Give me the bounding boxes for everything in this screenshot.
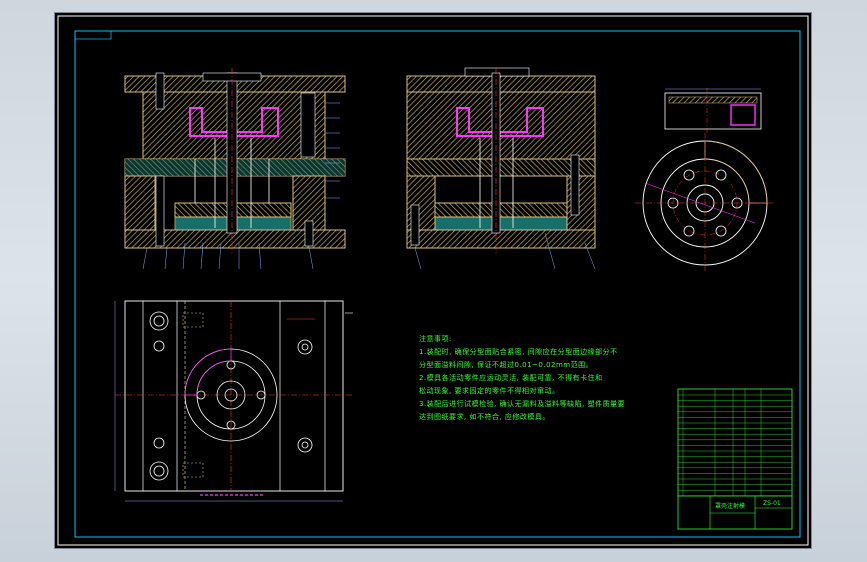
sheet-border <box>57 15 809 546</box>
drawing-title: 罩壳注射模 <box>715 502 745 510</box>
notes-line: 达到图纸要求, 如不符合, 应修改模具。 <box>419 413 550 421</box>
notes-line: 松动现象, 要求固定的零件不得相对窜动。 <box>419 387 560 395</box>
notes-line: 1.装配时, 确保分型面贴合紧密, 间隙应在分型面边缘部分不 <box>419 348 618 356</box>
drawing-frame <box>74 30 801 538</box>
notes-title: 注意事项: <box>419 335 452 343</box>
title-block: 罩壳注射模 ZS-01 <box>677 388 793 530</box>
notes-line: 3.装配后进行试模检验, 确认无漏料及溢料等缺陷, 塑件质量要 <box>419 400 626 408</box>
part-plan-view <box>635 133 775 273</box>
corner-label-box <box>74 30 112 40</box>
mould-plan-view <box>114 300 353 502</box>
drawing-code: ZS-01 <box>763 500 781 507</box>
drawing-viewport[interactable]: 罩壳注射模 ZS-01 注意事项: 1.装配时, 确保分型面贴合紧密, 间隙应在… <box>55 13 811 548</box>
front-section-view <box>124 68 346 270</box>
part-section-view <box>664 88 762 133</box>
side-section-view <box>406 67 596 270</box>
cad-drawing[interactable]: 罩壳注射模 ZS-01 <box>55 13 811 548</box>
notes-line: 分型面溢料间隙, 保证不超过0.01~0.02mm范围。 <box>419 361 594 369</box>
notes-line: 2.模具各活动零件应运动灵活, 装配可靠, 不得有卡住和 <box>419 374 603 382</box>
technical-notes: 注意事项: 1.装配时, 确保分型面贴合紧密, 间隙应在分型面边缘部分不 分型面… <box>419 333 629 424</box>
